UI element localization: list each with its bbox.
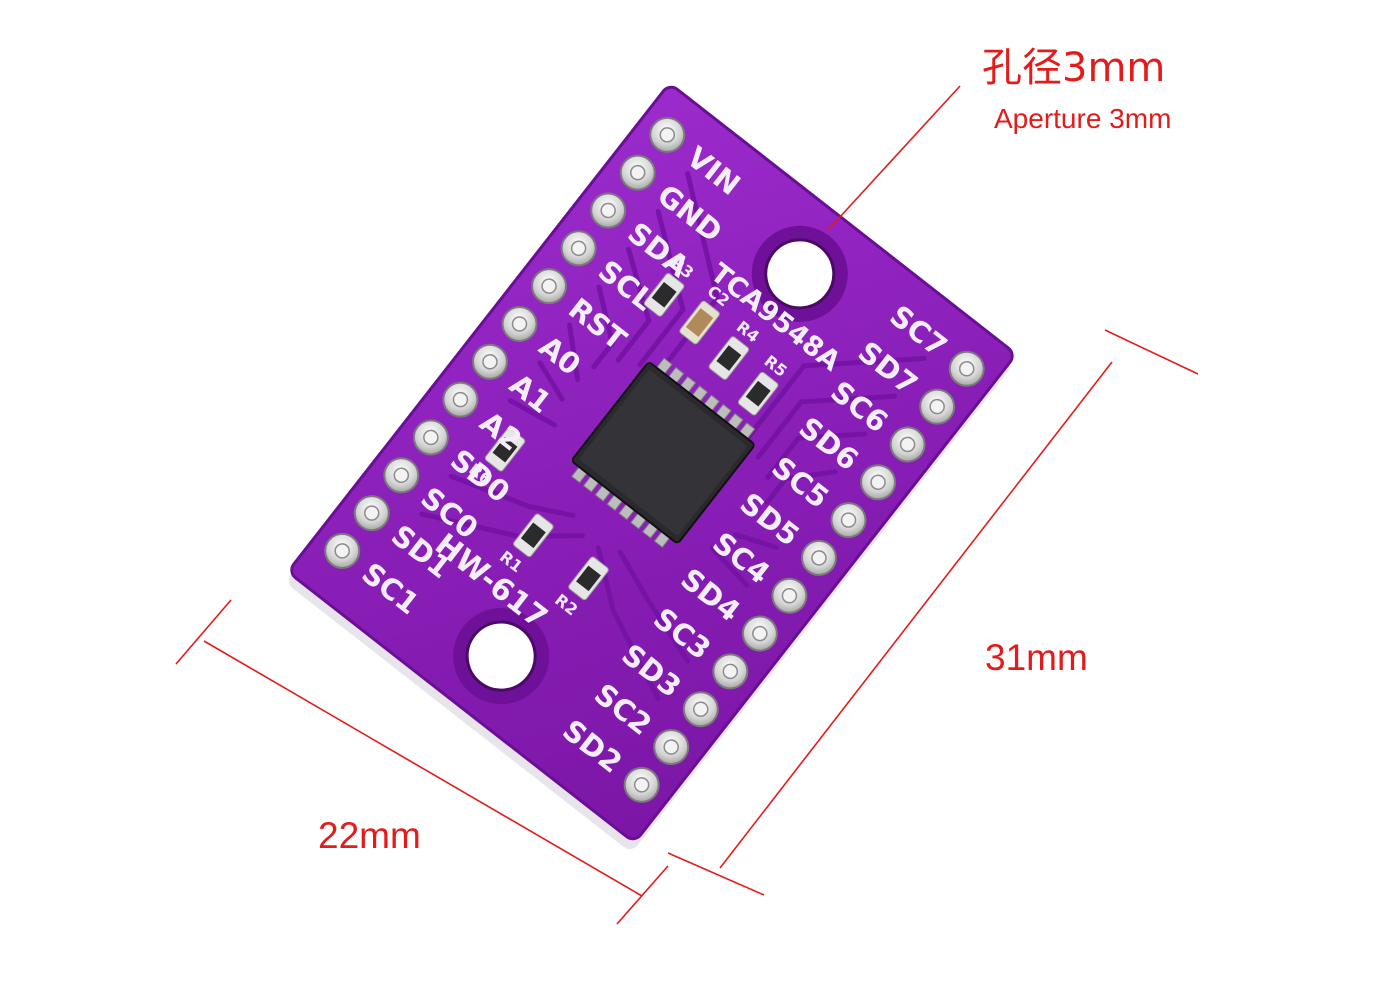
right-pin-pad-sc6 (889, 426, 926, 463)
resistor-r6 (484, 427, 526, 472)
right-pin-pad-sd2 (623, 766, 660, 803)
right-pin-pad-sd3 (682, 691, 719, 728)
left-pin-pad-vin (649, 116, 686, 153)
dimension-annotations (175, 85, 1199, 925)
right-pin-pad-sc4 (771, 577, 808, 614)
right-pin-pad-sd6 (860, 464, 897, 501)
left-pin-pad-sd0 (412, 419, 449, 456)
aperture-label-en: Aperture 3mm (994, 103, 1171, 134)
left-pin-pad-sda (590, 192, 627, 229)
right-pin-pad-sd4 (741, 615, 778, 652)
left-pin-pad-a1 (471, 343, 508, 380)
aperture-label-cn: 孔径3mm (982, 45, 1165, 91)
pcb-board: R3 C2 R4 R5 R6 R1 R2 TCA9548A HW-617 VIN… (288, 85, 1014, 850)
left-pin-pad-gnd (619, 154, 656, 191)
right-pin-pad-sc5 (830, 502, 867, 539)
left-pin-pad-sc1 (324, 532, 361, 569)
width-label: 22mm (318, 815, 421, 856)
mounting-hole-top (751, 225, 848, 322)
mounting-hole-bottom (453, 608, 550, 705)
right-pin-pad-sc2 (653, 729, 690, 766)
resistor-r4 (708, 336, 750, 380)
left-pin-pad-a2 (442, 381, 479, 418)
resistor-r3 (643, 272, 685, 317)
capacitor-c2 (679, 300, 720, 345)
right-pin-pad-sd5 (800, 539, 837, 576)
left-pin-pad-scl (560, 230, 597, 267)
length-label: 31mm (985, 637, 1088, 678)
resistor-r5 (737, 371, 779, 416)
resistor-r1 (513, 513, 554, 558)
tca9548a-chip (571, 357, 756, 548)
left-pin-pad-rst (531, 268, 568, 305)
left-pin-pad-a0 (501, 305, 538, 342)
resistor-r2 (568, 556, 609, 601)
left-pin-pad-sd1 (353, 495, 390, 532)
smd-components (484, 272, 779, 601)
right-pin-pad-sc3 (712, 653, 749, 690)
right-pin-pad-sc7 (948, 350, 985, 387)
right-pin-pad-sd7 (919, 388, 956, 425)
left-pin-pad-sc0 (383, 457, 420, 494)
